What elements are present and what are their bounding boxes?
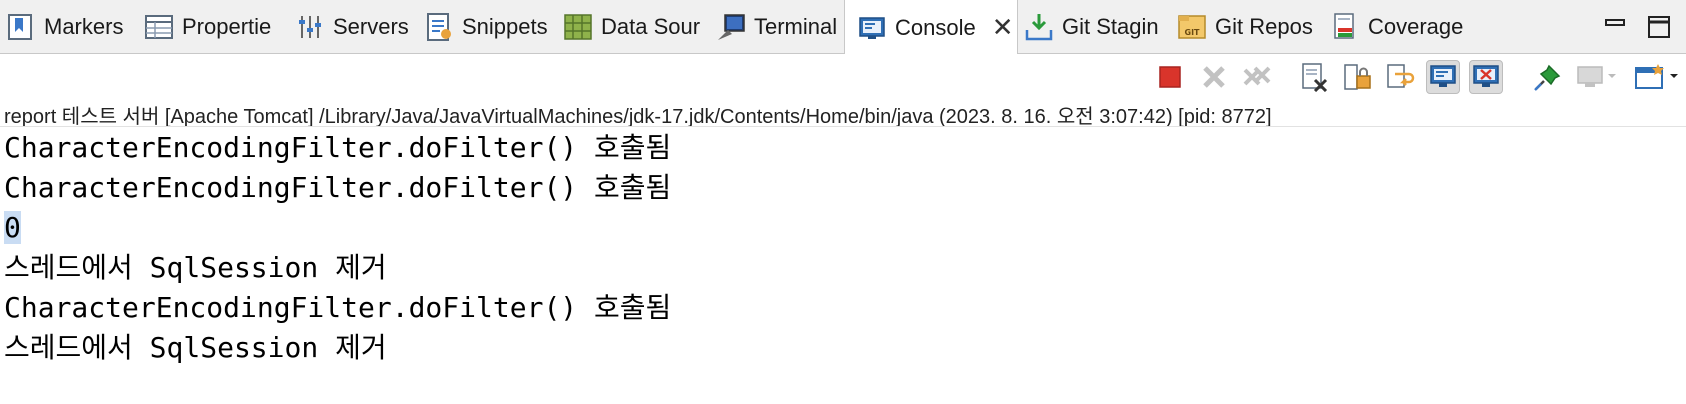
divider <box>0 126 1686 127</box>
word-wrap-icon[interactable] <box>1383 60 1417 94</box>
tab-label: Markers <box>44 14 124 39</box>
tab-label: Data Sour <box>601 14 701 39</box>
tab-label: Snippets <box>462 14 548 39</box>
properties-icon <box>144 12 174 42</box>
show-on-stderr-icon[interactable] <box>1469 60 1503 94</box>
console-line: CharacterEncodingFilter.doFilter() 호출됨 <box>4 291 672 324</box>
console-toolbar <box>0 54 1686 98</box>
selected-text: 0 <box>4 211 21 244</box>
tab-properties[interactable]: Propertie <box>144 0 271 54</box>
console-line: CharacterEncodingFilter.doFilter() 호출됨 <box>4 131 672 164</box>
tab-snippets[interactable]: Snippets <box>424 0 548 54</box>
launch-description: report 테스트 서버 [Apache Tomcat] /Library/J… <box>4 106 1272 128</box>
tab-label: Coverage <box>1368 14 1464 39</box>
remove-all-icon[interactable] <box>1240 60 1274 94</box>
tab-data-source[interactable]: Data Sour <box>563 0 700 54</box>
clear-console-icon[interactable] <box>1297 60 1331 94</box>
tab-label: Propertie <box>182 14 272 39</box>
snippets-icon <box>424 12 454 42</box>
show-on-stdout-icon[interactable] <box>1426 60 1460 94</box>
tab-label: Terminal <box>754 14 838 39</box>
tab-git-repos[interactable]: GIT Git Repos <box>1177 0 1313 54</box>
view-tab-bar: Markers Propertie Servers <box>0 0 1686 55</box>
maximize-icon[interactable] <box>1644 12 1674 42</box>
git-staging-icon <box>1024 12 1054 42</box>
console-line: 스레드에서 SqlSession 제거 <box>4 331 387 364</box>
console-icon <box>857 13 887 43</box>
tab-label: Console <box>895 14 976 40</box>
svg-text:GIT: GIT <box>1185 28 1201 37</box>
scroll-lock-icon[interactable] <box>1340 60 1374 94</box>
tab-label: Git Stagin <box>1062 14 1159 39</box>
tab-terminal[interactable]: Terminal <box>716 0 837 54</box>
close-icon[interactable]: ✕ <box>991 12 1014 42</box>
git-repos-icon: GIT <box>1177 12 1207 42</box>
console-line: CharacterEncodingFilter.doFilter() 호출됨 <box>4 171 672 204</box>
display-console-icon[interactable] <box>1574 60 1622 94</box>
terminate-icon[interactable] <box>1153 60 1187 94</box>
markers-icon <box>6 12 36 42</box>
console-line: 스레드에서 SqlSession 제거 <box>4 251 387 284</box>
minimize-icon[interactable] <box>1600 12 1630 42</box>
terminal-icon <box>716 12 746 42</box>
tab-label: Servers <box>333 14 409 39</box>
console-line: 0 <box>4 208 671 248</box>
servers-icon <box>295 12 325 42</box>
console-output[interactable]: CharacterEncodingFilter.doFilter() 호출됨 C… <box>4 128 671 368</box>
pin-console-icon[interactable] <box>1531 60 1565 94</box>
tab-console[interactable]: Console ✕ <box>844 0 1018 55</box>
tab-label: Git Repos <box>1215 14 1313 39</box>
remove-launch-icon[interactable] <box>1197 60 1231 94</box>
tab-coverage[interactable]: Coverage <box>1330 0 1463 54</box>
open-console-icon[interactable] <box>1632 60 1684 94</box>
coverage-icon <box>1330 12 1360 42</box>
data-source-icon <box>563 12 593 42</box>
tab-servers[interactable]: Servers <box>295 0 409 54</box>
tab-markers[interactable]: Markers <box>6 0 123 54</box>
tab-git-staging[interactable]: Git Stagin <box>1024 0 1159 54</box>
